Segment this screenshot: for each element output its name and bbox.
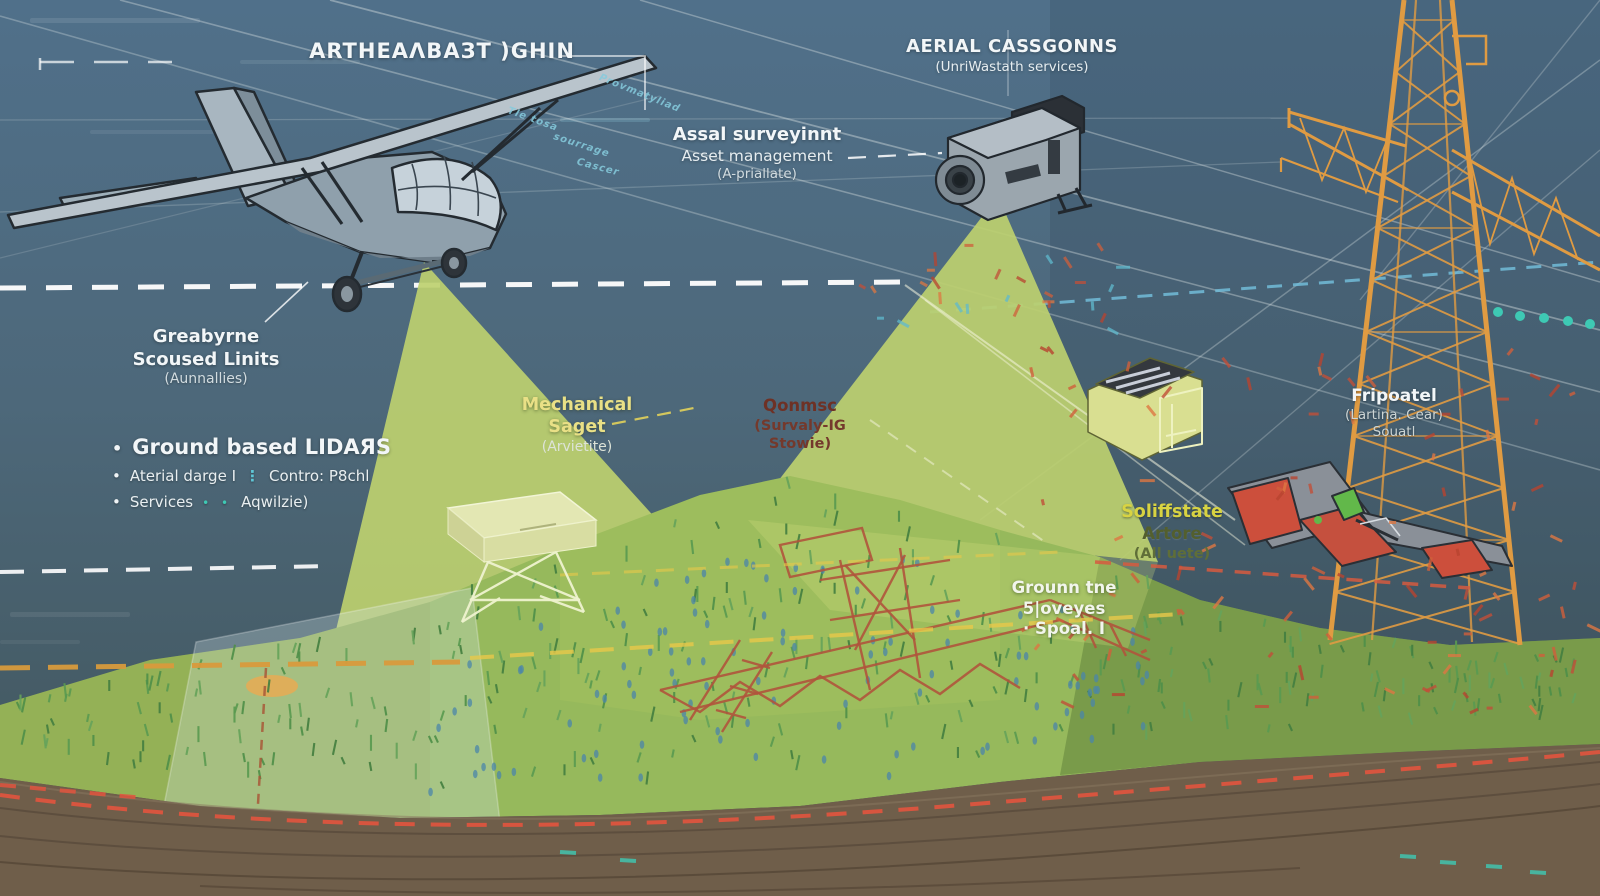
soil-teal-dashes (559, 850, 1547, 875)
soil-layer (0, 744, 1600, 896)
ground-lidar-station (446, 491, 598, 624)
hill-dashed-lines (0, 550, 1181, 839)
sensor-scan-cone (748, 196, 1158, 562)
grass-strokes (15, 476, 1577, 790)
transmission-tower (1279, 0, 1600, 646)
right-dashed-lines (1094, 307, 1595, 590)
pointcloud-tower-outline (659, 526, 1151, 733)
aerial-lidar-sensor (934, 30, 1093, 222)
survey-airplane (6, 54, 658, 313)
powerline-scanner-device (1087, 357, 1203, 461)
pointcloud-scatter (858, 242, 1600, 716)
label-leader-lines (38, 55, 943, 426)
fixed-wing-drone (1227, 461, 1513, 579)
